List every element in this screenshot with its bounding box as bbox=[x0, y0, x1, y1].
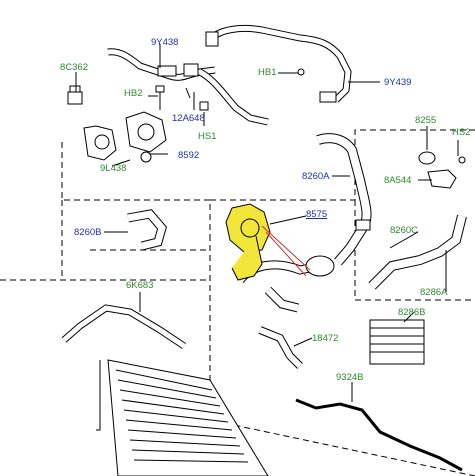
hose-8260a[interactable] bbox=[316, 133, 372, 266]
label-9324b[interactable]: 9324B bbox=[336, 372, 364, 383]
label-8260a[interactable]: 8260A bbox=[302, 171, 330, 182]
cooler-8286b[interactable] bbox=[369, 319, 425, 365]
label-12a648[interactable]: 12A648 bbox=[172, 113, 205, 124]
hose-9y438[interactable] bbox=[107, 48, 269, 126]
radiator[interactable] bbox=[96, 359, 269, 476]
hose-18472[interactable] bbox=[258, 326, 303, 369]
label-8a544[interactable]: 8A544 bbox=[384, 175, 412, 186]
label-8260c[interactable]: 8260C bbox=[390, 225, 418, 236]
hose-8260b[interactable] bbox=[127, 209, 167, 251]
label-18472[interactable]: 18472 bbox=[312, 333, 339, 344]
label-hb1[interactable]: HB1 bbox=[258, 67, 277, 78]
hose-6k683[interactable] bbox=[61, 304, 186, 349]
water-pump-8575-highlight[interactable] bbox=[225, 203, 271, 281]
label-8592[interactable]: 8592 bbox=[178, 150, 200, 161]
leader-lines bbox=[75, 44, 459, 402]
label-8286a[interactable]: 8286A bbox=[420, 287, 448, 298]
label-8286b[interactable]: 8286B bbox=[398, 307, 426, 318]
thermostat-housing-8592[interactable] bbox=[83, 85, 167, 163]
part-8255[interactable] bbox=[418, 151, 436, 165]
label-9l438[interactable]: 9L438 bbox=[100, 163, 127, 174]
sensor-8c362[interactable] bbox=[67, 85, 83, 105]
label-8255[interactable]: 8255 bbox=[415, 115, 437, 126]
label-hs1[interactable]: HS1 bbox=[198, 131, 217, 142]
valve-8a544[interactable] bbox=[427, 156, 466, 189]
label-8260b[interactable]: 8260B bbox=[74, 227, 102, 238]
label-hs2[interactable]: HS2 bbox=[452, 127, 471, 138]
label-9y438[interactable]: 9Y438 bbox=[151, 37, 179, 48]
label-hb2[interactable]: HB2 bbox=[124, 88, 143, 99]
label-8575[interactable]: 8575 bbox=[306, 209, 328, 220]
label-9y439[interactable]: 9Y439 bbox=[384, 77, 412, 88]
hose-9y439[interactable] bbox=[205, 24, 352, 103]
hose-8286a[interactable] bbox=[368, 214, 467, 290]
red-leader-lines bbox=[261, 225, 311, 277]
label-6k683[interactable]: 6K683 bbox=[126, 280, 154, 291]
pipe-9324b[interactable] bbox=[295, 398, 463, 472]
clip-hs1[interactable] bbox=[185, 87, 209, 111]
label-8c362[interactable]: 8C362 bbox=[60, 62, 88, 73]
